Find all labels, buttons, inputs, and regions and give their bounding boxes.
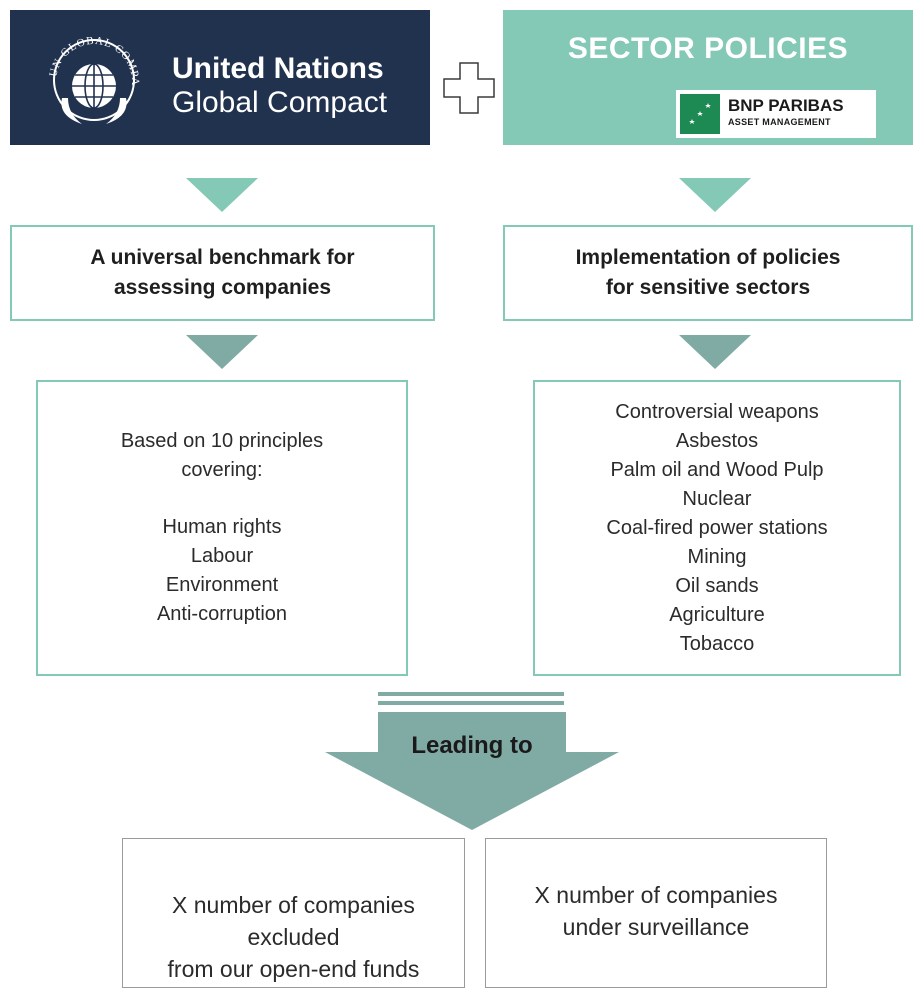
bnp-name: BNP PARIBAS	[728, 96, 844, 115]
un-title-line2: Global Compact	[172, 86, 388, 119]
excluded-line3: from our open-end funds	[167, 956, 420, 982]
surveillance-line2: under surveillance	[562, 914, 750, 940]
sector-policies-banner: SECTOR POLICIES BNP PARIBAS ASSET MANAGE…	[503, 10, 913, 145]
down-arrow-icon	[186, 178, 258, 212]
excluded-box: X number of companies excluded from our …	[122, 838, 465, 988]
bnp-stars-icon	[680, 94, 720, 134]
sector-item: Oil sands	[675, 574, 759, 597]
un-global-compact-logo-icon: UN GLOBAL COMPACT	[38, 24, 140, 124]
leading-to-arrow-icon	[325, 712, 619, 830]
bnp-paribas-logo: BNP PARIBAS ASSET MANAGEMENT	[676, 90, 876, 138]
leading-to-label: Leading to	[411, 732, 533, 759]
sector-item: Coal-fired power stations	[606, 516, 828, 539]
leading-to-connector	[378, 692, 564, 710]
sector-item: Palm oil and Wood Pulp	[610, 458, 824, 481]
sector-item: Tobacco	[679, 632, 755, 655]
sector-item: Controversial weapons	[615, 400, 819, 423]
benchmark-line1: A universal benchmark for	[90, 246, 355, 269]
surveillance-line1: X number of companies	[534, 882, 778, 908]
bnp-subtitle: ASSET MANAGEMENT	[728, 117, 831, 127]
excluded-line2: excluded	[247, 924, 340, 950]
sector-item: Nuclear	[682, 487, 752, 510]
un-global-compact-banner: UN GLOBAL COMPACT United Nations Global …	[10, 10, 430, 145]
sector-policies-title: SECTOR POLICIES	[567, 32, 849, 65]
excluded-line1: X number of companies	[172, 892, 415, 918]
sector-item: Asbestos	[675, 429, 759, 452]
un-title-line1: United Nations	[172, 52, 384, 85]
implementation-line1: Implementation of policies	[575, 246, 841, 269]
principle-item: Anti-corruption	[156, 603, 288, 625]
principles-box: Based on 10 principles covering: Human r…	[36, 380, 408, 676]
un-title: United Nations Global Compact	[172, 52, 387, 120]
down-arrow-icon	[679, 335, 751, 369]
benchmark-box: A universal benchmark for assessing comp…	[10, 225, 435, 321]
implementation-box: Implementation of policies for sensitive…	[503, 225, 913, 321]
benchmark-line2: assessing companies	[113, 276, 332, 299]
sector-item: Mining	[687, 545, 747, 568]
surveillance-box: X number of companies under surveillance	[485, 838, 827, 988]
down-arrow-icon	[679, 178, 751, 212]
implementation-line2: for sensitive sectors	[605, 276, 811, 299]
plus-icon	[443, 62, 495, 114]
principle-item: Environment	[165, 574, 279, 596]
sectors-box: Controversial weapons Asbestos Palm oil …	[533, 380, 901, 676]
sector-item: Agriculture	[669, 603, 765, 626]
principle-item: Labour	[190, 545, 254, 567]
down-arrow-icon	[186, 335, 258, 369]
principle-item: Human rights	[162, 516, 282, 538]
principles-intro-line2: covering:	[181, 459, 263, 481]
principles-intro-line1: Based on 10 principles	[120, 430, 324, 452]
